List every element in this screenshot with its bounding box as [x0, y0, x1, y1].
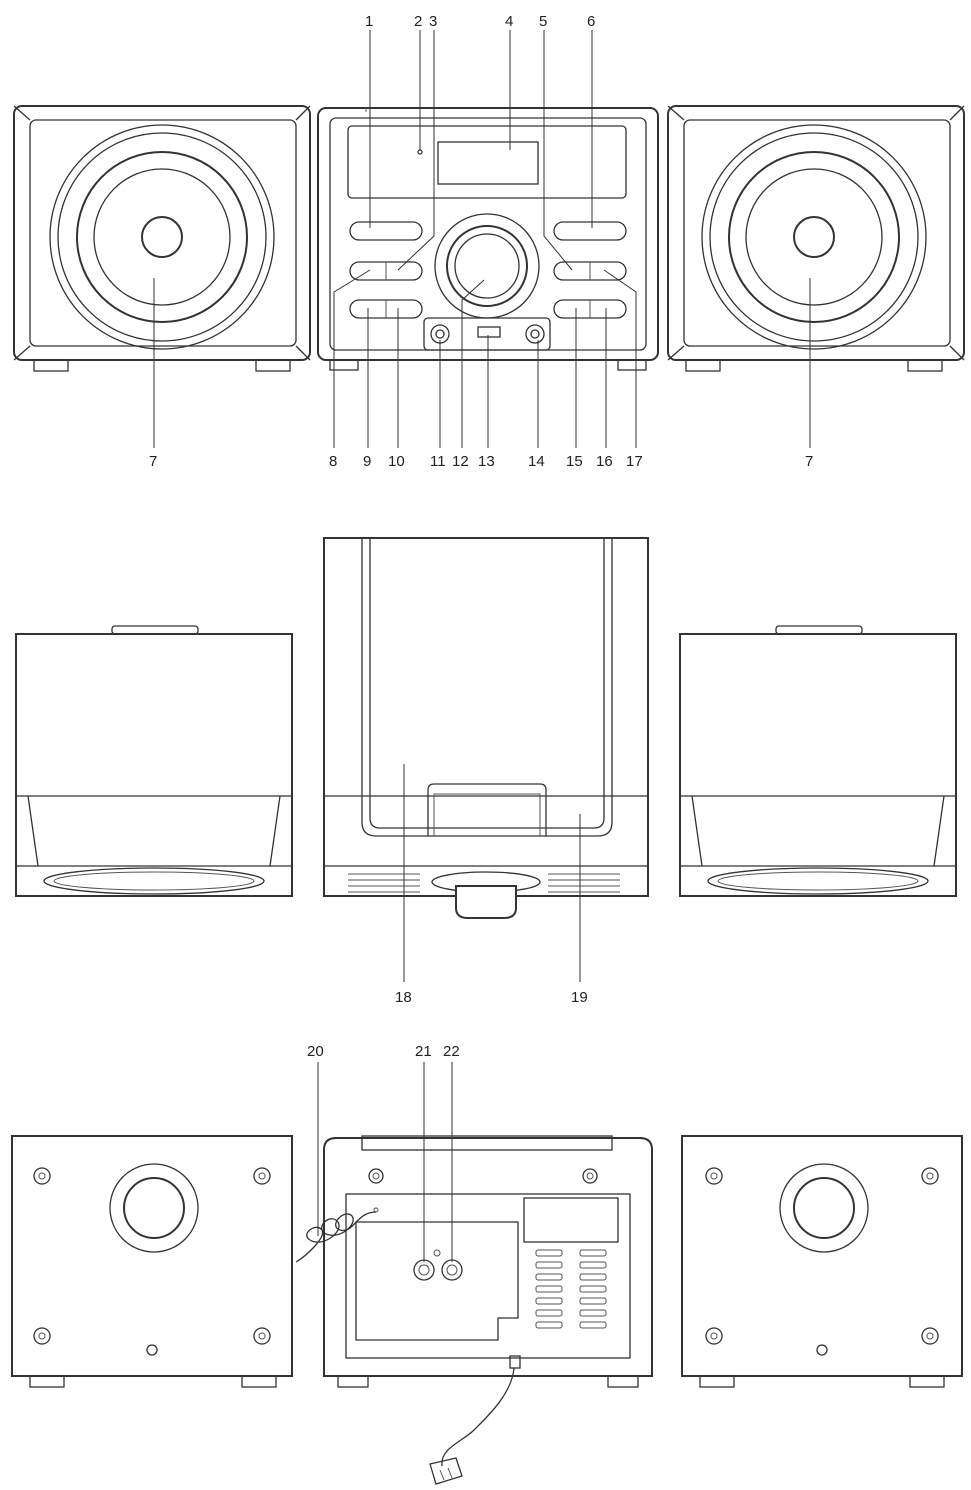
callout-14: 14 — [528, 453, 545, 470]
front-leader-lines — [153, 30, 811, 448]
callout-2: 2 — [414, 13, 422, 30]
left-speaker-rear — [11, 1135, 293, 1388]
button-1[interactable] — [349, 221, 423, 241]
usb-port — [477, 326, 501, 338]
callout-15: 15 — [566, 453, 583, 470]
display-window — [437, 141, 539, 185]
callout-3: 3 — [429, 13, 437, 30]
callout-9: 9 — [363, 453, 371, 470]
callout-8: 8 — [329, 453, 337, 470]
callout-4: 4 — [505, 13, 513, 30]
right-speaker-front — [667, 105, 965, 372]
top-view: 18 19 — [15, 537, 957, 1006]
fm-antenna-wire — [295, 1211, 377, 1263]
callout-22: 22 — [443, 1043, 460, 1060]
main-unit-front — [317, 107, 659, 371]
callout-1: 1 — [365, 13, 373, 30]
vent-grill-right — [548, 873, 620, 893]
callout-12: 12 — [452, 453, 469, 470]
callout-17: 17 — [626, 453, 643, 470]
knob-profile — [455, 885, 517, 919]
main-unit-top — [323, 537, 649, 919]
callout-20: 20 — [307, 1043, 324, 1060]
volume-knob[interactable] — [434, 213, 540, 319]
callout-18: 18 — [395, 989, 412, 1006]
callout-19: 19 — [571, 989, 588, 1006]
right-speaker-rear — [681, 1135, 963, 1388]
callout-10: 10 — [388, 453, 405, 470]
speaker-terminal-right — [441, 1259, 463, 1281]
vent-grill-left — [348, 873, 420, 893]
callout-6: 6 — [587, 13, 595, 30]
callout-7-left: 7 — [149, 453, 157, 470]
power-cord — [441, 1367, 515, 1467]
aux-jack — [525, 324, 545, 344]
left-speaker-front — [13, 105, 311, 372]
rear-view: 20 21 22 — [11, 1043, 963, 1485]
button-6[interactable] — [553, 221, 627, 241]
front-view: 1 2 3 4 5 6 7 7 8 9 10 11 12 13 14 15 16… — [13, 13, 965, 470]
left-speaker-top — [15, 625, 293, 897]
callout-16: 16 — [596, 453, 613, 470]
speaker-terminal-left — [413, 1259, 435, 1281]
callout-21: 21 — [415, 1043, 432, 1060]
callout-7-right: 7 — [805, 453, 813, 470]
ir-sensor — [417, 149, 423, 155]
callout-5: 5 — [539, 13, 547, 30]
cd-door-handle[interactable] — [427, 783, 547, 836]
right-speaker-top — [679, 625, 957, 897]
power-plug — [429, 1457, 463, 1485]
main-unit-rear — [295, 1135, 653, 1485]
callout-11: 11 — [430, 453, 446, 470]
rear-vents — [535, 1249, 607, 1329]
callout-13: 13 — [478, 453, 495, 470]
